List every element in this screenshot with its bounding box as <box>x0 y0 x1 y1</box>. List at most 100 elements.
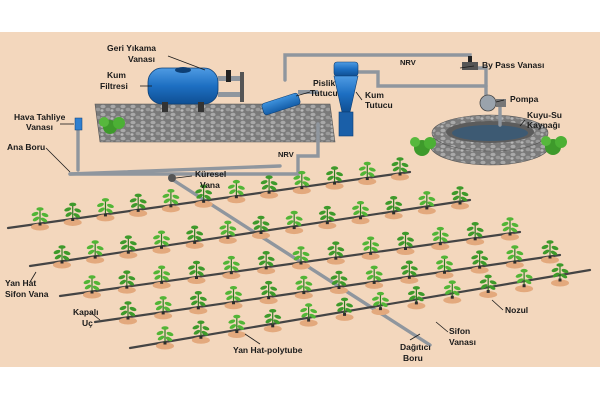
svg-text:Vanası: Vanası <box>26 122 53 132</box>
nozzle <box>443 270 446 274</box>
svg-text:Vana: Vana <box>200 180 220 190</box>
soil-mound <box>154 312 173 320</box>
label-pump: Pompa <box>510 94 539 104</box>
plant <box>295 275 313 293</box>
nozzle <box>398 172 402 176</box>
soil-mound <box>299 319 318 327</box>
soil-mound <box>443 296 462 304</box>
nozzle <box>450 295 454 299</box>
pump <box>479 94 506 112</box>
svg-text:Sifon Vana: Sifon Vana <box>5 289 49 299</box>
soil-mound <box>252 232 270 239</box>
soil-mound <box>119 251 138 259</box>
plant <box>400 260 418 278</box>
soil-mound <box>96 214 115 222</box>
nozzle <box>337 286 341 289</box>
label-backwash-valve: Geri Yıkama Vanası <box>107 43 156 64</box>
nozzle <box>334 256 338 260</box>
nozzle <box>438 242 442 246</box>
soil-mound <box>435 271 454 279</box>
soil-mound <box>161 205 180 213</box>
nozzle <box>325 221 329 225</box>
nozzle <box>226 235 230 239</box>
svg-text:Uç: Uç <box>82 318 93 328</box>
plant <box>119 235 137 253</box>
soil-mound <box>371 308 390 316</box>
nozzle <box>365 177 369 181</box>
soil-mound <box>257 267 276 275</box>
soil-mound <box>227 331 246 339</box>
nozzle <box>299 261 303 265</box>
nozzle <box>71 217 75 221</box>
plant <box>156 326 174 343</box>
label-air-release-valve: Hava Tahliye Vanası <box>14 112 66 132</box>
soil-mound <box>63 218 82 226</box>
plant <box>292 246 310 263</box>
label-siphon-valve: Sifon Vanası <box>449 326 476 347</box>
plant <box>515 268 533 286</box>
nozzle <box>163 341 167 345</box>
svg-text:Hava Tahliye: Hava Tahliye <box>14 112 66 122</box>
svg-text:Geri Yıkama: Geri Yıkama <box>107 43 156 53</box>
plant <box>86 240 104 258</box>
nozzle <box>136 208 140 212</box>
svg-text:Kapalı: Kapalı <box>73 307 99 317</box>
plant <box>391 157 409 174</box>
nozzle <box>508 232 512 236</box>
soil-mound <box>470 266 489 274</box>
label-sand-filter: Kum Filtresi <box>100 70 128 91</box>
nozzle <box>548 255 552 259</box>
plant <box>436 255 453 273</box>
plant <box>327 241 345 259</box>
nozzle <box>93 255 97 259</box>
nozzle <box>60 260 64 264</box>
nozzle <box>196 306 200 310</box>
nozzle <box>38 222 42 226</box>
soil-mound <box>318 222 337 230</box>
soil-mound <box>31 223 49 231</box>
svg-text:Dağıtıcı: Dağıtıcı <box>400 342 431 352</box>
plant <box>362 236 380 254</box>
nozzle <box>126 250 130 254</box>
plant <box>228 314 246 332</box>
soil-mound <box>351 217 370 225</box>
label-by-pass-valve: By Pass Vanası <box>482 60 544 70</box>
plant <box>466 222 484 239</box>
plant <box>186 225 204 243</box>
nozzle <box>407 275 411 279</box>
plant <box>162 189 180 206</box>
plant <box>501 217 519 234</box>
air-release-valve <box>74 117 83 131</box>
plant <box>129 193 147 211</box>
plant <box>252 215 270 233</box>
soil-mound <box>227 196 246 204</box>
nozzle <box>369 251 373 255</box>
sand-filter <box>147 67 244 112</box>
plant <box>153 230 170 248</box>
plant <box>506 245 524 263</box>
plants <box>31 157 569 350</box>
plant <box>471 250 489 268</box>
svg-text:Tutucu: Tutucu <box>310 88 338 98</box>
plant <box>64 202 82 220</box>
soil-mound <box>187 277 206 284</box>
nozzle <box>267 296 271 300</box>
nozzle <box>425 206 429 210</box>
leader-lines <box>29 55 526 345</box>
plant <box>318 205 336 223</box>
plant <box>195 184 213 202</box>
plant <box>154 296 172 313</box>
plant <box>97 198 114 215</box>
by-pass-valve <box>462 56 478 70</box>
plant <box>222 255 240 273</box>
label-nrv-top: NRV <box>400 58 416 67</box>
nozzle <box>195 276 198 279</box>
soil-mound <box>451 202 469 210</box>
nozzle <box>302 291 306 295</box>
soil-mound <box>156 342 174 350</box>
nozzle <box>292 226 296 230</box>
nozzle <box>271 324 275 328</box>
plant <box>397 231 414 249</box>
nozzle <box>229 271 233 275</box>
ball-valve <box>168 174 176 182</box>
